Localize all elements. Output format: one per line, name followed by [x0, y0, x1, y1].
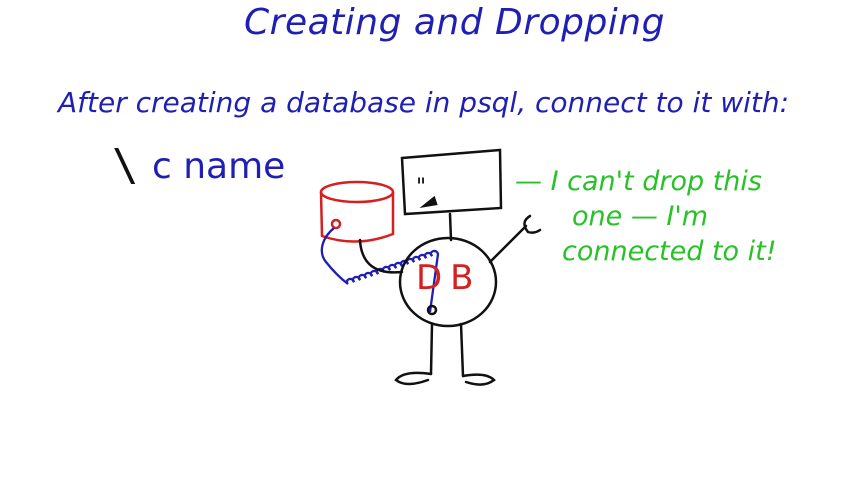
speech-line-2: one — I'm	[572, 201, 709, 232]
robot-eyes: ''	[416, 175, 426, 200]
robot-torso	[398, 236, 498, 328]
cable-coil	[320, 227, 440, 313]
command-text: c name	[152, 146, 286, 187]
instruction-text: After creating a database in psql, conne…	[58, 86, 790, 119]
database-cylinder-icon	[319, 180, 395, 243]
command-backslash: \	[112, 140, 139, 191]
robot-db-label: DB	[416, 258, 482, 298]
robot-figure	[358, 148, 542, 386]
robot-head	[400, 148, 503, 216]
slide-title: Creating and Dropping	[244, 2, 665, 43]
speech-line-1: — I can't drop this	[515, 166, 762, 197]
speech-line-3: connected to it!	[562, 236, 777, 267]
